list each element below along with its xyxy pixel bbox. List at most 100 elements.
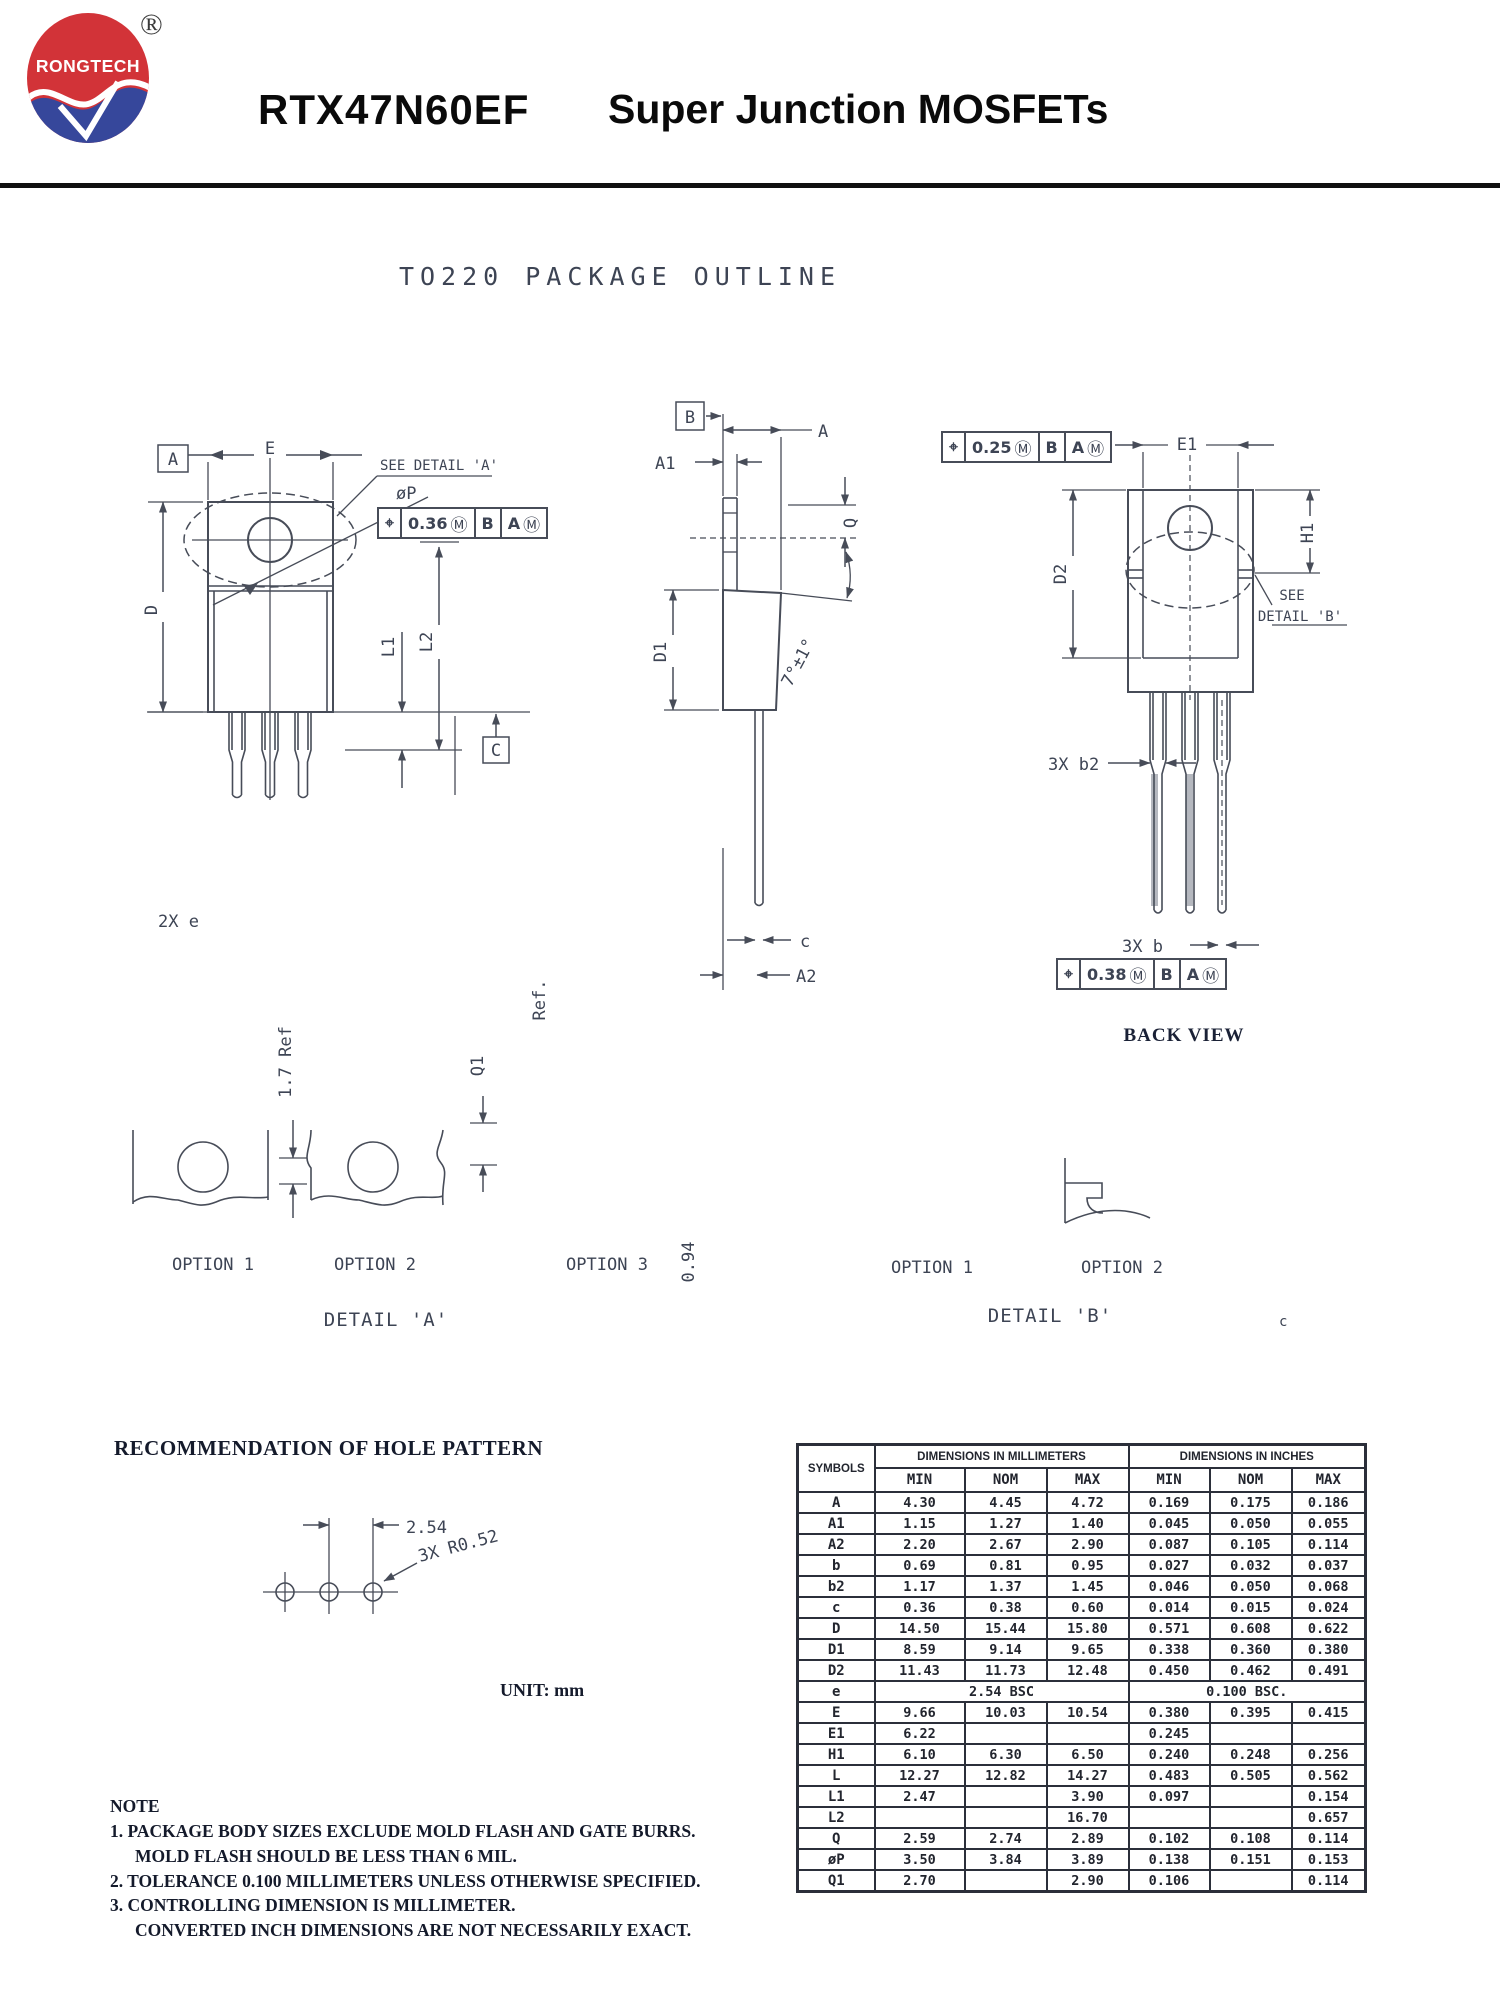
value-cell — [1208, 1785, 1293, 1808]
fcf-hole-datum1: B — [476, 509, 502, 537]
value-cell: 0.106 — [1127, 1869, 1211, 1893]
fcf-lead-value: 0.38 — [1087, 964, 1127, 984]
value-cell: 2.74 — [963, 1827, 1048, 1850]
value-cell — [1208, 1806, 1293, 1829]
value-094-label: 0.94 — [679, 1242, 699, 1283]
value-cell — [1127, 1806, 1211, 1829]
detail-b-option1-caption: OPTION 1 — [891, 1258, 973, 1278]
header-rule — [0, 183, 1500, 188]
symbol-cell: A — [796, 1491, 876, 1514]
side-view: B A A1 Q D1 7°±1° — [651, 401, 861, 990]
dimension-table: SYMBOLS DIMENSIONS IN MILLIMETERS DIMENS… — [796, 1443, 1367, 1893]
value-cell: 0.491 — [1290, 1659, 1367, 1682]
hole-diameter-label: øP — [396, 484, 416, 504]
value-cell: 0.055 — [1290, 1512, 1367, 1535]
value-cell: 2.70 — [873, 1869, 966, 1893]
value-cell: 15.44 — [963, 1617, 1048, 1640]
value-cell: 8.59 — [873, 1638, 966, 1661]
nom-mm-header: NOM — [963, 1467, 1048, 1493]
value-cell: 1.45 — [1045, 1575, 1130, 1598]
dim-q-label: Q — [841, 518, 861, 528]
value-cell: 0.462 — [1208, 1659, 1293, 1682]
value-cell: 0.608 — [1208, 1617, 1293, 1640]
value-cell: 0.050 — [1208, 1512, 1293, 1535]
detail-a-caption: DETAIL 'A' — [324, 1309, 448, 1331]
value-cell: 9.14 — [963, 1638, 1048, 1661]
value-cell: 0.60 — [1045, 1596, 1130, 1619]
value-cell: 0.154 — [1290, 1785, 1367, 1808]
value-cell: 11.73 — [963, 1659, 1048, 1682]
position-tolerance-icon: ⌖ — [1058, 960, 1082, 988]
dim-a-label: A — [818, 422, 828, 442]
symbol-cell: Q1 — [796, 1869, 876, 1893]
detail-b-c-label: c — [1279, 1314, 1287, 1330]
value-cell: 0.027 — [1127, 1554, 1211, 1577]
drawing-title: TO220 PACKAGE OUTLINE — [399, 262, 841, 291]
lead-pitch-label: 2X e — [158, 912, 199, 932]
value-cell — [963, 1785, 1048, 1808]
value-cell: 9.65 — [1045, 1638, 1130, 1661]
value-cell: 11.43 — [873, 1659, 966, 1682]
fcf-hole-datum2: A — [507, 513, 521, 533]
symbol-cell: A2 — [796, 1533, 876, 1556]
dim-b-label: 3X b — [1122, 937, 1163, 957]
detail-a-option1-caption: OPTION 1 — [172, 1255, 254, 1275]
value-cell: 0.380 — [1127, 1701, 1211, 1724]
value-cell: 0.151 — [1208, 1848, 1293, 1871]
value-cell — [1290, 1722, 1367, 1745]
logo-wordmark: RONGTECH — [36, 56, 140, 76]
value-cell: 2.54 BSC — [873, 1680, 1130, 1703]
dim-d2-label: D2 — [1051, 564, 1071, 584]
symbol-cell: b — [796, 1554, 876, 1577]
value-cell: 0.245 — [1127, 1722, 1211, 1745]
symbol-cell: L2 — [796, 1806, 876, 1829]
value-cell: 6.22 — [873, 1722, 966, 1745]
value-cell: 0.032 — [1208, 1554, 1293, 1577]
value-cell: 4.72 — [1045, 1491, 1130, 1514]
value-cell: 2.67 — [963, 1533, 1048, 1556]
note-line: 2. TOLERANCE 0.100 MILLIMETERS UNLESS OT… — [110, 1870, 701, 1891]
value-cell: 1.15 — [873, 1512, 966, 1535]
value-cell: 0.248 — [1208, 1743, 1293, 1766]
value-cell: 0.240 — [1127, 1743, 1211, 1766]
value-cell: 0.046 — [1127, 1575, 1211, 1598]
value-cell: 2.90 — [1045, 1869, 1130, 1893]
see-detail-b-note-line1: SEE — [1279, 588, 1304, 604]
min-in-header: MIN — [1127, 1467, 1211, 1493]
dim-c-label: c — [800, 932, 810, 952]
value-cell: 3.89 — [1045, 1848, 1130, 1871]
detail-b-option2-caption: OPTION 2 — [1081, 1258, 1163, 1278]
back-view: E1 D2 H1 SEE DETAIL 'B' 3X b2 3X b — [1048, 435, 1347, 1046]
fcf-pad-datum2: A — [1071, 437, 1085, 457]
dim-d-label: D — [142, 605, 162, 615]
mmc-modifier-icon: Ⓜ — [523, 515, 541, 536]
value-cell: 14.27 — [1045, 1764, 1130, 1787]
symbol-cell: E1 — [796, 1722, 876, 1745]
value-cell: 0.097 — [1127, 1785, 1211, 1808]
value-cell — [873, 1806, 966, 1829]
value-cell: 0.657 — [1290, 1806, 1367, 1829]
unit-label: UNIT: mm — [500, 1680, 585, 1700]
value-cell — [963, 1806, 1048, 1829]
fcf-lead-datum1: B — [1155, 960, 1181, 988]
value-cell: 4.45 — [963, 1491, 1048, 1514]
value-cell: 15.80 — [1045, 1617, 1130, 1640]
note-line: 3. CONTROLLING DIMENSION IS MILLIMETER. — [110, 1895, 516, 1916]
value-cell: 0.068 — [1290, 1575, 1367, 1598]
mmc-modifier-icon: Ⓜ — [1202, 966, 1220, 987]
product-family-title: Super Junction MOSFETs — [608, 86, 1109, 132]
hole-pattern-drawing: 2.54 3X R0.52 — [263, 1518, 500, 1614]
value-cell: 0.38 — [963, 1596, 1048, 1619]
value-cell: 12.27 — [873, 1764, 966, 1787]
dim-e-label: E — [265, 439, 275, 459]
value-cell: 0.256 — [1290, 1743, 1367, 1766]
value-cell: 9.66 — [873, 1701, 966, 1724]
value-cell — [963, 1722, 1048, 1745]
